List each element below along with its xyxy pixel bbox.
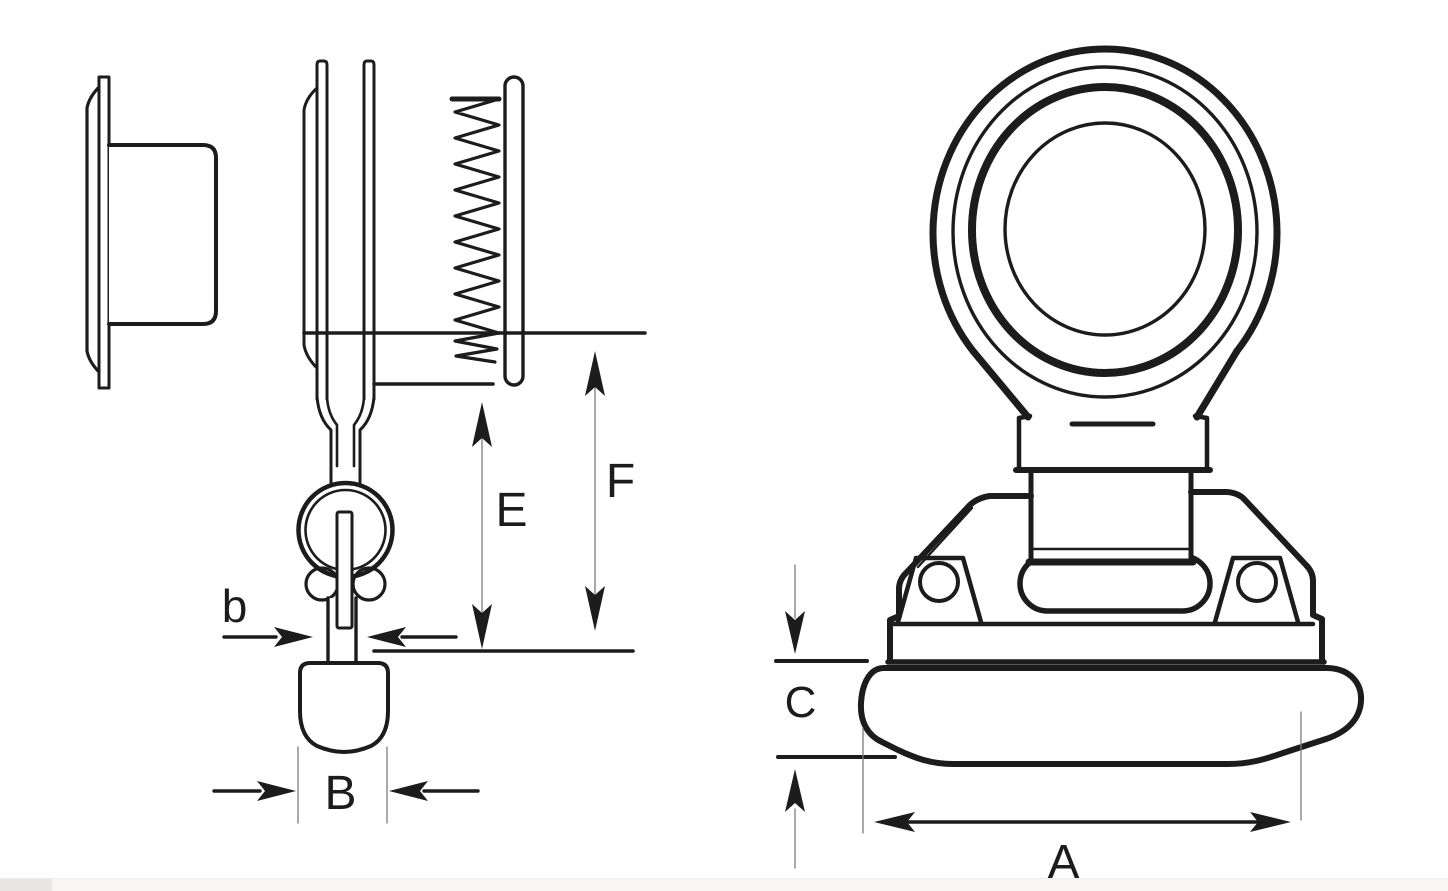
base-housing: [857, 467, 1365, 767]
ring-hole: [1003, 121, 1207, 337]
post-flange-lip: [302, 86, 319, 370]
dimension-B-label: B: [324, 767, 357, 820]
dimension-b-label: b: [222, 580, 249, 632]
pad-plate-side-view: [503, 75, 525, 387]
rivet-pocket-right: [1212, 555, 1301, 625]
arrow-down-icon: [472, 604, 492, 649]
reference-lines: [302, 331, 647, 653]
rivet-pocket-left: [895, 555, 984, 625]
housing-outline-right: [1188, 489, 1325, 663]
dimension-E: E: [472, 402, 528, 649]
post-bar-right: [362, 59, 376, 401]
arrow-right-icon: [1250, 812, 1291, 832]
neck-slant-left: [969, 347, 1032, 421]
neck-taper-outer-left: [315, 395, 333, 486]
horizontal-scrollbar-thumb[interactable]: [0, 879, 52, 891]
post-side-view: [296, 59, 395, 754]
neck-notch-right: [1192, 413, 1210, 472]
neck-slant-right: [1193, 347, 1241, 421]
stem-sides: [326, 596, 358, 665]
dimension-F-label: F: [606, 455, 636, 508]
neck-taper-inner-left: [325, 395, 339, 468]
cap-flange-plate: [97, 75, 111, 390]
swivel-ring: [929, 45, 1281, 399]
neck-taper-outer-right: [358, 395, 376, 486]
dimension-C-label: C: [785, 678, 818, 727]
spring-side-view: [449, 96, 502, 364]
ring-outer-inner-edge: [951, 65, 1259, 399]
foot-knob: [298, 661, 390, 754]
dimension-F: F: [585, 351, 636, 631]
post-bar-left: [315, 59, 329, 401]
arrow-up-icon: [472, 402, 492, 447]
dimension-C: C: [774, 564, 897, 869]
neck-taper-inner-right: [352, 395, 366, 468]
mounting-pad: [857, 665, 1365, 767]
dimension-B: B: [212, 746, 480, 824]
toggle-bar: [335, 510, 354, 630]
dimension-E-label: E: [495, 484, 528, 537]
arrow-right-icon: [274, 627, 313, 647]
side-view: E F b: [85, 59, 647, 824]
cap-side-view: [85, 75, 218, 390]
arrow-left-icon: [367, 627, 406, 647]
arrow-down-icon: [785, 611, 805, 654]
ring-neck: [969, 347, 1241, 472]
arrow-up-icon: [585, 351, 605, 396]
rivet-right: [1236, 561, 1278, 603]
arrow-right-icon: [257, 781, 296, 801]
front-view: C A: [774, 45, 1365, 889]
ring-mid-band: [968, 83, 1242, 377]
arrow-left-icon: [874, 812, 915, 832]
spring-coil: [453, 97, 501, 364]
cap-body: [107, 143, 218, 326]
dimension-A: A: [862, 711, 1302, 889]
arrow-down-icon: [585, 586, 605, 631]
neck-notch-left: [1016, 413, 1033, 472]
horizontal-scrollbar-track[interactable]: [0, 878, 1448, 891]
arrow-left-icon: [389, 781, 428, 801]
rivet-left: [918, 561, 960, 603]
ring-outer-band: [929, 45, 1281, 355]
cap-flange-lip: [85, 84, 102, 375]
dimension-b: b: [222, 580, 458, 647]
arrow-up-icon: [785, 769, 805, 812]
housing-outline-left: [887, 493, 1034, 663]
